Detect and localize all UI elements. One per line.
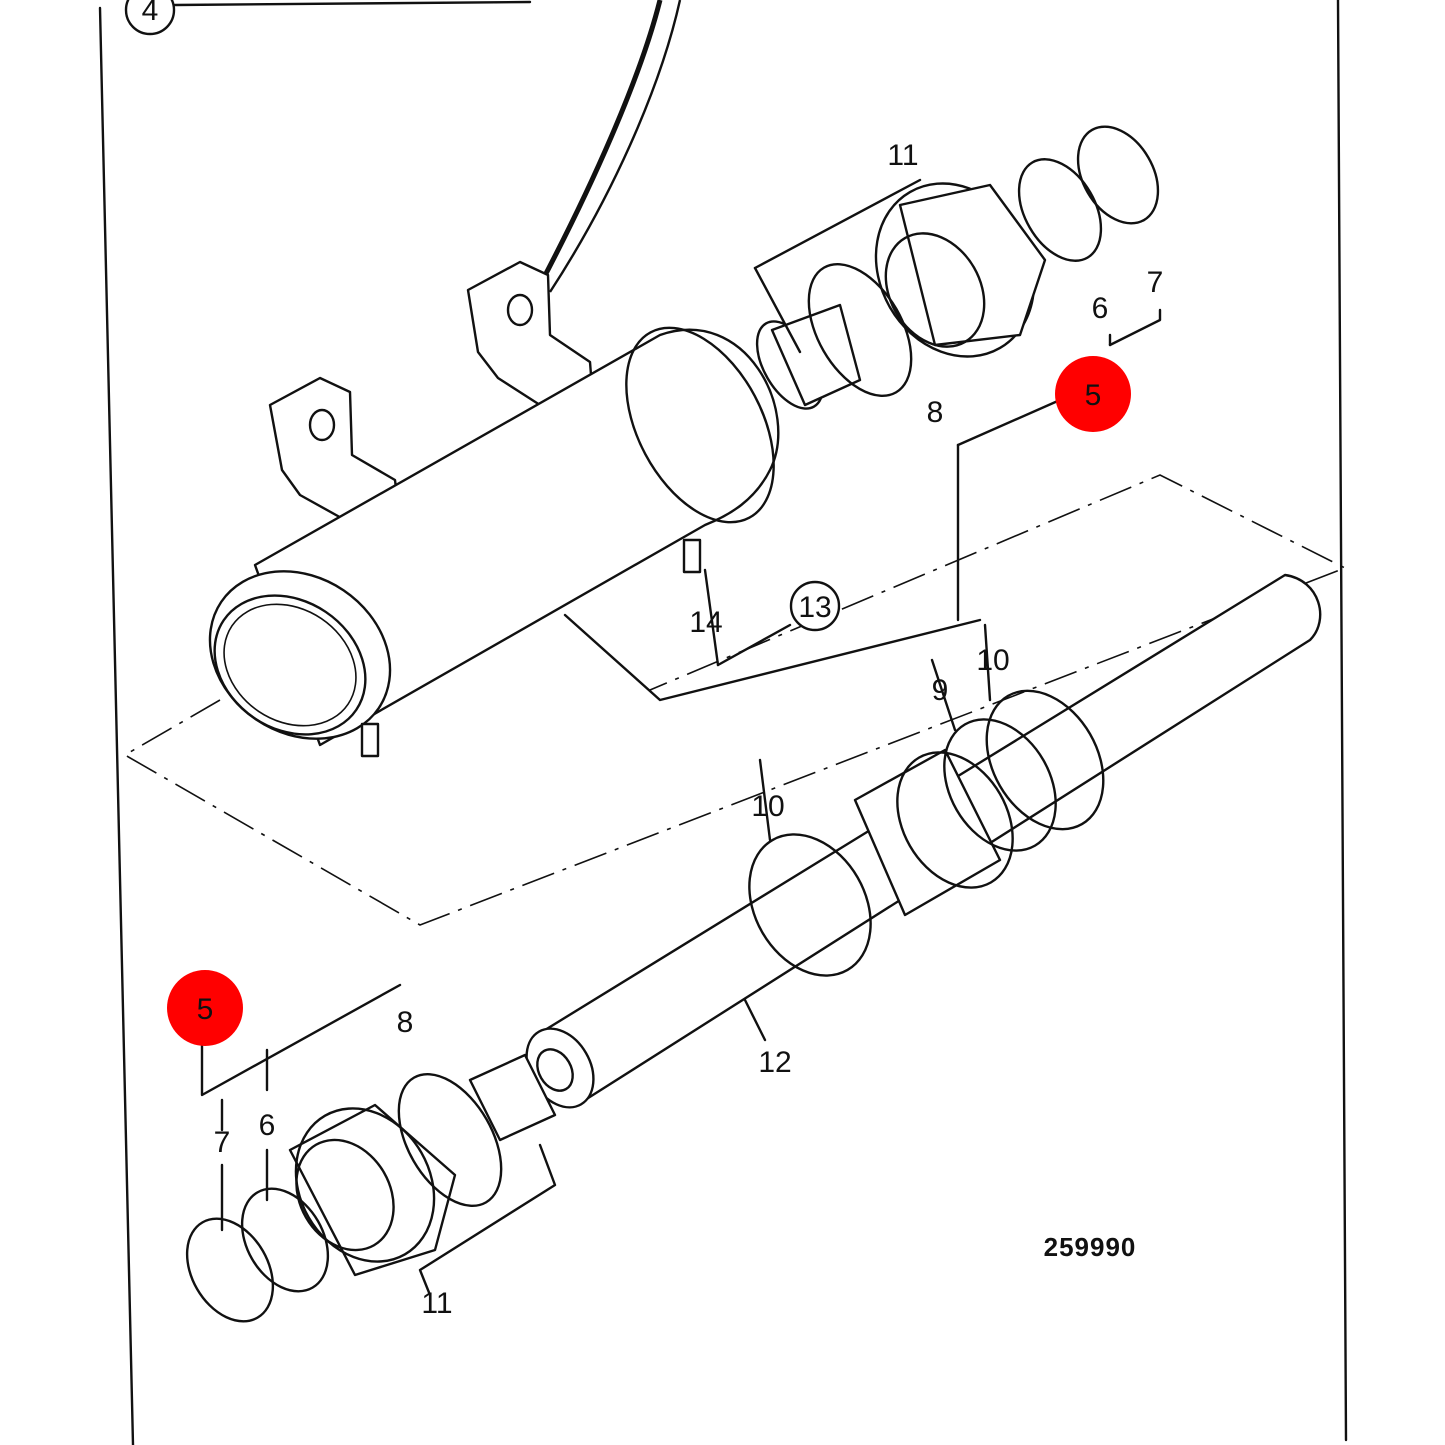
label-8-top: 8	[927, 396, 944, 429]
page-ref-badge: 4	[124, 0, 176, 36]
label-11-bottom: 11	[421, 1287, 452, 1320]
label-10-right: 10	[976, 644, 1009, 677]
label-8-bottom: 8	[397, 1006, 414, 1039]
label-7-bottom: 7	[214, 1126, 231, 1159]
assembly-plane	[123, 474, 1347, 926]
highlight-badge-top: 5	[1055, 356, 1131, 432]
cylinder-barrel	[208, 260, 780, 758]
label-6-top: 6	[1092, 292, 1109, 325]
mid-leaders	[563, 568, 992, 1042]
top-gland-group	[753, 125, 1162, 622]
svg-text:5: 5	[1085, 379, 1102, 412]
bottom-gland-group	[185, 983, 557, 1323]
drawing-number: 259990	[1044, 1232, 1137, 1262]
piston-rod-group	[525, 573, 1322, 1109]
highlight-badge-bottom: 5	[167, 970, 243, 1046]
hydraulic-hose	[537, 0, 682, 293]
label-11-top: 11	[887, 139, 918, 172]
frame-lines	[98, 0, 1348, 1445]
label-6-bottom: 6	[259, 1109, 276, 1142]
svg-text:13: 13	[798, 591, 831, 624]
label-12: 12	[758, 1046, 791, 1079]
page-ref-text: 4	[142, 0, 159, 27]
callout-labels: 11 6 7 8 14 9 10 10 12 8 7 6 11 259990	[214, 139, 1164, 1320]
svg-text:5: 5	[197, 993, 214, 1026]
label-14: 14	[689, 606, 722, 639]
label-9: 9	[932, 674, 949, 707]
callout-13-badge: 13	[789, 580, 841, 632]
label-7-top: 7	[1147, 266, 1164, 299]
label-10-left: 10	[751, 790, 784, 823]
